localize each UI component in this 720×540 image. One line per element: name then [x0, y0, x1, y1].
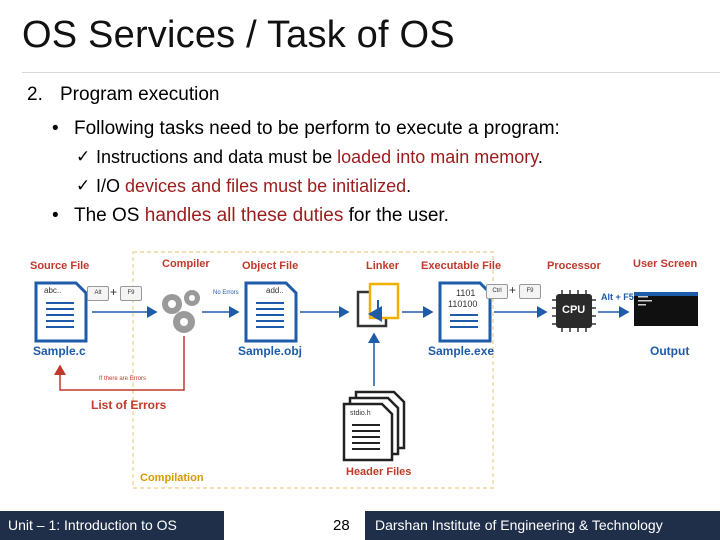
key-f9: F9	[519, 284, 541, 299]
cpu-text: CPU	[562, 304, 586, 316]
key-alt: Alt	[87, 286, 109, 301]
item-number: 2.	[27, 84, 43, 105]
bullet-1-text: Following tasks need to be perform to ex…	[74, 118, 560, 139]
user-screen-label: User Screen	[633, 258, 698, 270]
check-2-post: .	[406, 176, 412, 196]
doc-abc-text: abc..	[44, 286, 62, 295]
footer: Unit – 1: Introduction to OS 28 Darshan …	[0, 511, 720, 540]
object-file-label: Object File	[242, 260, 299, 272]
cpu-chip-icon	[552, 290, 596, 332]
compiler-label: Compiler	[162, 258, 210, 270]
object-file-icon	[244, 281, 298, 343]
linker-icon	[356, 282, 400, 328]
bullet-2-emphasis: handles all these duties	[144, 205, 344, 226]
check-2-pre: I/O	[96, 176, 126, 196]
bullet-dot: •	[52, 205, 59, 226]
key-ctrl: Ctrl	[486, 284, 508, 299]
check-mark-icon: ✓	[76, 176, 91, 195]
gears-icon	[162, 290, 200, 333]
bullet-2-pre: The OS	[74, 205, 145, 226]
output-label: Output	[650, 344, 690, 358]
bullet-2-text: The OS handles all these duties for the …	[74, 205, 449, 227]
executable-file-icon	[438, 281, 492, 343]
alt-f5-label: Alt + F5	[601, 292, 634, 302]
linker-label: Linker	[366, 260, 400, 272]
compilation-box	[132, 251, 494, 489]
check-1-pre: Instructions and data must be	[96, 147, 338, 167]
check-1-emphasis: loaded into main memory	[337, 147, 538, 167]
title-divider	[22, 72, 720, 73]
key-plus: +	[509, 283, 517, 297]
sample-c-label: Sample.c	[33, 344, 86, 358]
arrow-errors-loop	[54, 336, 185, 391]
if-errors-label: If there are Errors	[99, 376, 147, 382]
key-plus: +	[110, 285, 118, 299]
no-errors-label: No Errors	[213, 290, 239, 296]
check-1-text: Instructions and data must be loaded int…	[96, 147, 543, 168]
footer-institute: Darshan Institute of Engineering & Techn…	[365, 511, 720, 540]
key-f9: F9	[120, 286, 142, 301]
diagram-graphics	[34, 251, 698, 489]
source-file-label: Source File	[30, 260, 90, 272]
compilation-label: Compilation	[140, 472, 204, 484]
doc-add-text: add..	[266, 286, 284, 295]
sample-exe-label: Sample.exe	[428, 344, 495, 358]
doc-bin1-text: 1101	[456, 288, 476, 298]
footer-page-number: 28	[333, 517, 350, 534]
list-of-errors-label: List of Errors	[91, 398, 167, 412]
doc-bin2-text: 110100	[448, 299, 478, 309]
check-1-post: .	[537, 147, 543, 167]
check-2-text: I/O devices and files must be initialize…	[96, 176, 411, 197]
check-mark-icon: ✓	[76, 147, 91, 166]
processor-label: Processor	[547, 260, 601, 272]
footer-unit: Unit – 1: Introduction to OS	[0, 511, 224, 540]
user-screen-icon	[634, 292, 698, 326]
sample-obj-label: Sample.obj	[238, 344, 303, 358]
slide-title: OS Services / Task of OS	[22, 14, 455, 56]
item-heading: Program execution	[60, 84, 220, 105]
program-execution-diagram: Source File Compiler Object File Linker …	[0, 240, 720, 510]
header-files-icon	[342, 390, 406, 462]
bullet-2-post: for the user.	[343, 205, 449, 226]
bullet-dot: •	[52, 118, 59, 139]
source-file-icon	[34, 281, 88, 343]
doc-stdio-text: stdio.h	[350, 410, 371, 417]
check-2-emphasis: devices and files must be initialized	[125, 176, 407, 196]
executable-file-label: Executable File	[421, 260, 502, 272]
header-files-label: Header Files	[346, 466, 412, 478]
